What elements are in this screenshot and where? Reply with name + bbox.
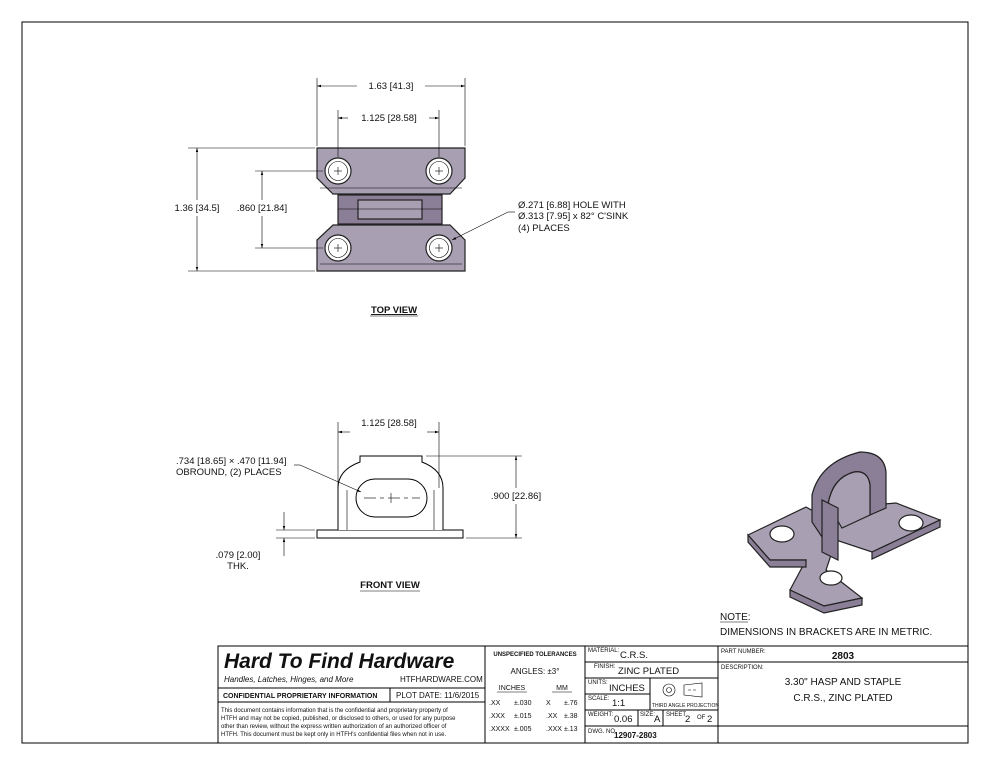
angles-tolerance: ANGLES: ±3° — [511, 667, 560, 676]
top-view-title: TOP VIEW — [371, 305, 417, 316]
disclaimer-line-1: This document contains information that … — [221, 708, 448, 714]
part-number: 2803 — [832, 651, 855, 662]
top-view-lower-plate — [316, 224, 466, 272]
scale-label: SCALE: — [588, 696, 610, 702]
units-value: INCHES — [609, 683, 645, 694]
top-view-hole-ul — [324, 157, 352, 185]
isometric-view — [747, 451, 942, 614]
note-text: DIMENSIONS IN BRACKETS ARE IN METRIC. — [720, 627, 932, 638]
weight-value: 0.06 — [614, 714, 633, 725]
note-heading: NOTE: — [720, 612, 751, 623]
tol-row1-mm-tol: ±.76 — [564, 700, 578, 707]
front-dim-height: .900 [22.86] — [491, 491, 541, 502]
company-website: HTFHARDWARE.COM — [400, 675, 483, 684]
disclaimer-line-3: other than review, without the express w… — [221, 724, 447, 730]
material-value: C.R.S. — [620, 650, 648, 661]
tolerances-heading: UNSPECIFIED TOLERANCES — [493, 652, 576, 658]
confidential-heading: CONFIDENTIAL PROPRIETARY INFORMATION — [223, 693, 377, 700]
thickness-line1: .079 [2.00] — [216, 550, 261, 561]
tol-row3-in-tol: ±.005 — [514, 726, 532, 733]
sheet-label: SHEET — [666, 712, 686, 718]
scale-value: 1:1 — [612, 698, 625, 709]
size-value: A — [654, 714, 661, 725]
top-view: 1.63 [41.3] 1.125 [28.58] 1.36 [34.5] .8… — [175, 78, 629, 317]
material-label: MATERIAL: — [588, 648, 620, 654]
company-tagline: Handles, Latches, Hinges, and More — [224, 675, 354, 684]
third-angle-projection-icon — [662, 682, 703, 698]
finish-label: FINISH: — [594, 664, 616, 670]
tol-row3-mm-tol: ±.13 — [564, 726, 578, 733]
tol-row3-mm-fmt: .XXX — [546, 726, 562, 733]
tol-row3-in-fmt: .XXXX — [489, 726, 510, 733]
top-dim-overall-width: 1.63 [41.3] — [369, 81, 414, 92]
description-line1: 3.30" HASP AND STAPLE — [785, 677, 902, 688]
top-dim-overall-height: 1.36 [34.5] — [175, 203, 220, 214]
sheet-value: 2 — [685, 714, 690, 725]
dwg-label: DWG. NO. — [588, 729, 617, 735]
projection-label: THIRD ANGLE PROJECTION — [652, 703, 719, 709]
of-label: OF — [697, 715, 706, 721]
mm-heading: MM — [556, 685, 568, 692]
tol-row2-mm-fmt: .XX — [546, 713, 558, 720]
obround-note-line2: OBROUND, (2) PLACES — [176, 467, 282, 478]
tol-row2-in-fmt: .XXX — [489, 713, 505, 720]
sheet-total: 2 — [707, 714, 712, 725]
plot-date: PLOT DATE: 11/6/2015 — [396, 691, 480, 700]
size-label: SIZE: — [640, 712, 655, 718]
top-view-hole-lr — [425, 234, 453, 262]
hole-note-line3: (4) PLACES — [518, 223, 570, 234]
top-dim-hole-spacing: 1.125 [28.58] — [361, 113, 416, 124]
finish-value: ZINC PLATED — [618, 666, 679, 677]
weight-label: WEIGHT: — [588, 712, 613, 718]
front-dim-hole-spacing: 1.125 [28.58] — [361, 418, 416, 429]
top-view-hole-ur — [425, 157, 453, 185]
front-view-base — [316, 529, 464, 539]
description-label: DESCRIPTION: — [721, 665, 764, 671]
dwg-number: 12907-2803 — [614, 731, 657, 740]
company-name: Hard To Find Hardware — [224, 650, 455, 673]
tol-row1-in-tol: ±.030 — [514, 700, 532, 707]
units-label: UNITS: — [588, 680, 608, 686]
tol-row2-mm-tol: ±.38 — [564, 713, 578, 720]
tol-row1-in-fmt: .XX — [489, 700, 501, 707]
inches-heading: INCHES — [499, 685, 526, 692]
title-block: Hard To Find Hardware Handles, Latches, … — [217, 645, 969, 744]
part-number-label: PART NUMBER: — [721, 649, 766, 655]
front-view-title: FRONT VIEW — [360, 580, 420, 591]
hole-note-line1: Ø.271 [6.88] HOLE WITH — [518, 200, 626, 211]
tol-row2-in-tol: ±.015 — [514, 713, 532, 720]
top-view-upper-plate — [316, 147, 466, 195]
obround-note-line1: .734 [18.65] × .470 [11.94] — [176, 456, 286, 467]
top-view-hole-ll — [324, 234, 352, 262]
tol-row1-mm-fmt: X — [546, 700, 551, 707]
top-dim-hole-vertical: .860 [21.84] — [237, 203, 287, 214]
disclaimer-line-4: HTFH. This document must be kept only in… — [221, 732, 446, 738]
description-line2: C.R.S., ZINC PLATED — [793, 693, 892, 704]
disclaimer-line-2: HTFH and may not be copied, published, o… — [221, 716, 456, 722]
front-view: 1.125 [28.58] .900 [22.86] .734 [18.65] … — [176, 418, 541, 592]
hole-note-line2: Ø.313 [7.95] x 82° C'SINK — [518, 211, 629, 222]
thickness-line2: THK. — [227, 561, 249, 572]
